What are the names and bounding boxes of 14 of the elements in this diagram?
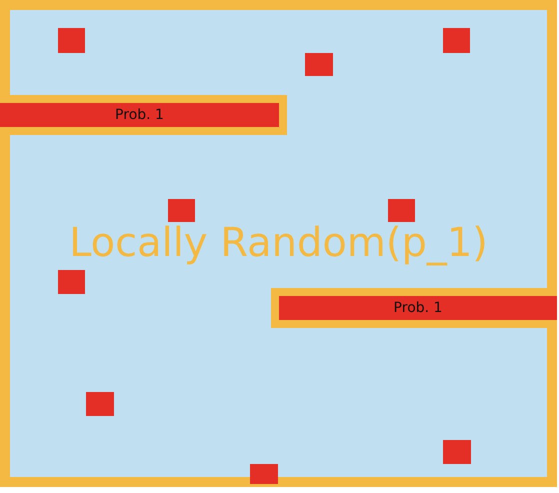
probability-bar [0,95,287,135]
bar-label: Prob. 1 [115,107,164,123]
square-marker [86,392,114,416]
square-marker [443,28,470,53]
square-marker [305,53,333,76]
square-marker [250,464,278,484]
square-marker [443,440,471,464]
panel-title: Locally Random(p_1) [68,220,489,266]
square-marker [58,270,85,294]
square-marker [168,199,195,222]
square-marker [388,199,415,222]
square-marker [58,28,85,53]
probability-bar [271,288,557,328]
bar-label: Prob. 1 [394,300,442,316]
